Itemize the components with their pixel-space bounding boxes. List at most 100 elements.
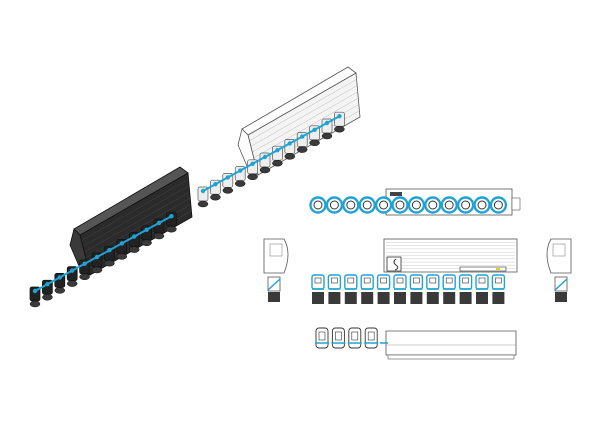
isometric-view-light-module bbox=[197, 66, 361, 208]
connector-latch bbox=[169, 214, 174, 219]
connector-housing bbox=[331, 327, 345, 349]
connector-opening bbox=[313, 200, 323, 210]
connector-window bbox=[413, 277, 420, 284]
connector-opening bbox=[329, 200, 339, 210]
connector-latch bbox=[94, 254, 100, 260]
connector-nut bbox=[344, 292, 357, 304]
connector-nut bbox=[476, 292, 488, 304]
connector-nut bbox=[166, 225, 177, 233]
rib-line bbox=[84, 191, 190, 253]
connector-latch bbox=[262, 154, 268, 160]
connector-opening bbox=[395, 200, 405, 210]
logo-box bbox=[386, 256, 402, 272]
connector-opening bbox=[461, 200, 471, 210]
connector-nut bbox=[309, 139, 320, 147]
cable-highlight bbox=[267, 278, 281, 291]
connector-window bbox=[478, 277, 486, 284]
connector-window bbox=[380, 277, 387, 284]
connector-nut bbox=[141, 239, 152, 247]
connector-nut bbox=[54, 287, 66, 294]
connector-latch bbox=[107, 248, 112, 253]
connector-opening bbox=[493, 200, 503, 210]
connector-nut bbox=[247, 173, 258, 181]
connector-nut bbox=[328, 292, 341, 304]
rib-line bbox=[81, 179, 189, 241]
rib-line bbox=[82, 185, 190, 247]
connector-nut bbox=[361, 292, 374, 304]
connector-nut bbox=[197, 200, 209, 208]
connector-latch bbox=[119, 241, 125, 246]
connector-window bbox=[363, 277, 371, 284]
connector-nut bbox=[426, 292, 439, 304]
connector-latch bbox=[238, 168, 243, 173]
connector-nut bbox=[234, 180, 246, 187]
connector-nut bbox=[312, 292, 324, 304]
rib-line bbox=[249, 79, 357, 141]
connector-nut bbox=[284, 153, 296, 160]
connector-opening bbox=[477, 200, 487, 210]
connector-housing bbox=[348, 327, 362, 349]
connector-nut bbox=[222, 187, 234, 194]
connector-nut bbox=[377, 292, 390, 304]
connector-window bbox=[347, 277, 355, 284]
side-connector-nut bbox=[268, 292, 280, 302]
end-tab bbox=[511, 197, 521, 211]
connector-nut bbox=[410, 292, 423, 304]
connector-nut bbox=[116, 253, 128, 260]
connector-window bbox=[462, 277, 469, 284]
connector-nut bbox=[492, 292, 505, 304]
status-led bbox=[496, 268, 500, 270]
label-plate bbox=[390, 192, 402, 196]
connector-opening bbox=[428, 200, 438, 210]
connector-nut bbox=[79, 273, 90, 281]
connector-latch bbox=[287, 141, 292, 146]
cable-highlight bbox=[202, 115, 340, 192]
connector-latch bbox=[132, 234, 137, 239]
connector-nut bbox=[104, 259, 115, 267]
connector-latch bbox=[32, 288, 38, 294]
front-view bbox=[311, 238, 518, 304]
connector-latch bbox=[57, 275, 62, 280]
connector-window bbox=[396, 277, 404, 284]
isometric-view-dark-module bbox=[29, 166, 193, 308]
connector-nut bbox=[272, 159, 283, 167]
connector-latch bbox=[250, 161, 255, 166]
connector-window bbox=[314, 277, 322, 284]
connector-nut bbox=[153, 232, 165, 240]
connector-nut bbox=[91, 266, 103, 274]
connector-window bbox=[335, 331, 342, 341]
connector-nut bbox=[296, 146, 308, 153]
module-body bbox=[385, 330, 517, 356]
connector-nut bbox=[443, 292, 456, 304]
connector-nut bbox=[459, 292, 472, 304]
connector-latch bbox=[275, 148, 280, 153]
side-view-right bbox=[546, 238, 572, 302]
connector-window bbox=[429, 277, 437, 284]
connector-window bbox=[351, 331, 359, 341]
connector-latch bbox=[144, 227, 149, 232]
connector-latch bbox=[300, 134, 305, 139]
base-plate bbox=[387, 354, 515, 360]
connector-window bbox=[318, 331, 326, 341]
connector-latch bbox=[70, 268, 75, 273]
connector-nut bbox=[42, 293, 53, 301]
bottom-view bbox=[315, 327, 517, 360]
rib-line bbox=[252, 91, 358, 153]
connector-latch bbox=[82, 261, 87, 266]
connector-opening bbox=[411, 200, 421, 210]
connector-nut bbox=[210, 193, 221, 201]
connector-window bbox=[331, 277, 338, 284]
connector-window bbox=[445, 277, 453, 284]
side-detail bbox=[552, 243, 566, 257]
connector-housing bbox=[364, 327, 378, 349]
connector-latch bbox=[225, 175, 230, 180]
connector-nut bbox=[29, 300, 41, 308]
connector-latch bbox=[200, 188, 206, 194]
connector-window bbox=[495, 277, 502, 284]
connector-latch bbox=[156, 220, 162, 226]
cable-highlight bbox=[554, 278, 568, 291]
connector-latch bbox=[45, 282, 50, 287]
connector-latch bbox=[324, 120, 330, 126]
connector-nut bbox=[334, 125, 345, 133]
